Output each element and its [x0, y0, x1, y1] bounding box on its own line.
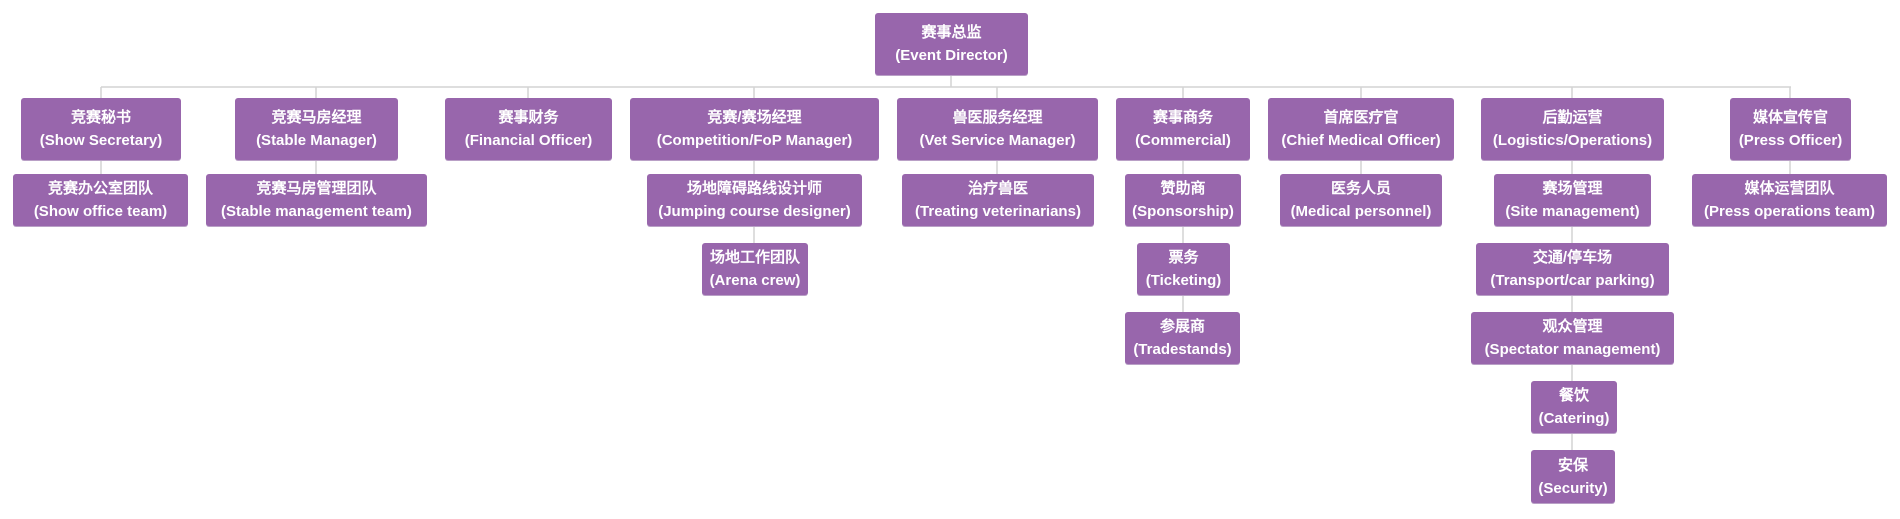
node-label-zh: 参展商 — [1159, 318, 1205, 335]
node-label-zh: 媒体宣传官 — [1752, 109, 1828, 126]
node-label-zh: 赛场管理 — [1542, 180, 1603, 197]
node-label-zh: 场地障碍路线设计师 — [686, 180, 822, 197]
node-label-en: (Sponsorship) — [1132, 203, 1234, 220]
node-label-en: (Competition/FoP Manager) — [656, 132, 853, 149]
node-label-zh: 赛事总监 — [921, 24, 982, 41]
node-label-zh: 赛事商务 — [1152, 109, 1213, 126]
node-label-en: (Arena crew) — [709, 272, 801, 289]
node-label-en: (Jumping course designer) — [658, 203, 851, 220]
node-label-zh: 票务 — [1168, 249, 1199, 266]
node-label-zh: 竞赛/赛场经理 — [707, 109, 802, 126]
node-chief-medical-officer: 首席医疗官 (Chief Medical Officer) — [1268, 98, 1454, 160]
node-show-office-team: 竞赛办公室团队 (Show office team) — [13, 174, 188, 226]
node-label-en: (Site management) — [1505, 203, 1640, 220]
node-label-zh: 后勤运营 — [1542, 109, 1603, 126]
node-financial-officer: 赛事财务 (Financial Officer) — [445, 98, 612, 160]
node-label-en: (Treating veterinarians) — [915, 203, 1081, 220]
node-label-en: (Medical personnel) — [1290, 203, 1432, 220]
node-label-en: (Commercial) — [1135, 132, 1231, 149]
node-press-operations-team: 媒体运营团队 (Press operations team) — [1692, 174, 1887, 226]
node-label-en: (Press operations team) — [1704, 203, 1875, 220]
node-label-en: (Logistics/Operations) — [1492, 132, 1653, 149]
node-label-zh: 竞赛马房经理 — [271, 109, 362, 126]
node-tradestands: 参展商 (Tradestands) — [1125, 312, 1240, 364]
node-label-en: (Tradestands) — [1133, 341, 1232, 358]
node-show-secretary: 竞赛秘书 (Show Secretary) — [21, 98, 181, 160]
node-sponsorship: 赞助商 (Sponsorship) — [1125, 174, 1241, 226]
node-label-zh: 交通/停车场 — [1532, 249, 1613, 266]
node-treating-veterinarians: 治疗兽医 (Treating veterinarians) — [902, 174, 1094, 226]
node-label-zh: 竞赛秘书 — [70, 109, 131, 126]
node-label-en: (Stable Manager) — [256, 132, 377, 149]
node-commercial: 赛事商务 (Commercial) — [1116, 98, 1250, 160]
node-label-zh: 竞赛马房管理团队 — [256, 180, 377, 197]
node-event-director: 赛事总监 (Event Director) — [875, 13, 1028, 75]
node-label-en: (Vet Service Manager) — [919, 132, 1076, 149]
node-competition-manager: 竞赛/赛场经理 (Competition/FoP Manager) — [630, 98, 879, 160]
node-spectator-management: 观众管理 (Spectator management) — [1471, 312, 1674, 364]
node-stable-management-team: 竞赛马房管理团队 (Stable management team) — [206, 174, 427, 226]
node-label-en: (Security) — [1538, 479, 1608, 497]
node-label-en: (Stable management team) — [221, 203, 412, 220]
node-label-zh: 治疗兽医 — [967, 180, 1028, 197]
node-catering: 餐饮 (Catering) — [1531, 381, 1617, 433]
node-security: 安保 (Security) — [1531, 450, 1615, 503]
node-label-zh: 观众管理 — [1542, 318, 1603, 335]
node-logistics-operations: 后勤运营 (Logistics/Operations) — [1481, 98, 1664, 160]
node-stable-manager: 竞赛马房经理 (Stable Manager) — [235, 98, 398, 160]
node-transport-car-parking: 交通/停车场 (Transport/car parking) — [1476, 243, 1669, 295]
node-label-en: (Ticketing) — [1145, 272, 1222, 289]
node-press-officer: 媒体宣传官 (Press Officer) — [1730, 98, 1851, 160]
node-label-zh: 医务人员 — [1330, 180, 1391, 197]
node-label-zh: 首席医疗官 — [1323, 109, 1399, 126]
node-label-en: (Show office team) — [33, 203, 168, 220]
node-medical-personnel: 医务人员 (Medical personnel) — [1280, 174, 1442, 226]
node-jumping-course-designer: 场地障碍路线设计师 (Jumping course designer) — [647, 174, 862, 226]
node-label-zh: 竞赛办公室团队 — [47, 180, 153, 197]
node-label-zh: 兽医服务经理 — [952, 109, 1043, 126]
node-label-en: (Show Secretary) — [39, 132, 163, 149]
node-label-en: (Transport/car parking) — [1490, 272, 1655, 289]
node-label-en: (Financial Officer) — [464, 132, 593, 149]
node-label-zh: 场地工作团队 — [709, 249, 800, 266]
node-site-management: 赛场管理 (Site management) — [1494, 174, 1651, 226]
node-label-zh: 安保 — [1557, 456, 1588, 474]
node-label-en: (Press Officer) — [1738, 132, 1843, 149]
node-label-en: (Event Director) — [895, 47, 1008, 64]
node-label-zh: 媒体运营团队 — [1744, 180, 1835, 197]
node-label-zh: 赛事财务 — [498, 109, 559, 126]
node-label-en: (Spectator management) — [1484, 341, 1661, 358]
node-label-en: (Chief Medical Officer) — [1281, 132, 1441, 149]
node-ticketing: 票务 (Ticketing) — [1137, 243, 1230, 295]
node-label-zh: 餐饮 — [1558, 387, 1589, 404]
node-label-zh: 赞助商 — [1160, 180, 1206, 197]
node-label-en: (Catering) — [1538, 410, 1610, 427]
node-vet-service-manager: 兽医服务经理 (Vet Service Manager) — [897, 98, 1098, 160]
node-arena-crew: 场地工作团队 (Arena crew) — [702, 243, 808, 295]
